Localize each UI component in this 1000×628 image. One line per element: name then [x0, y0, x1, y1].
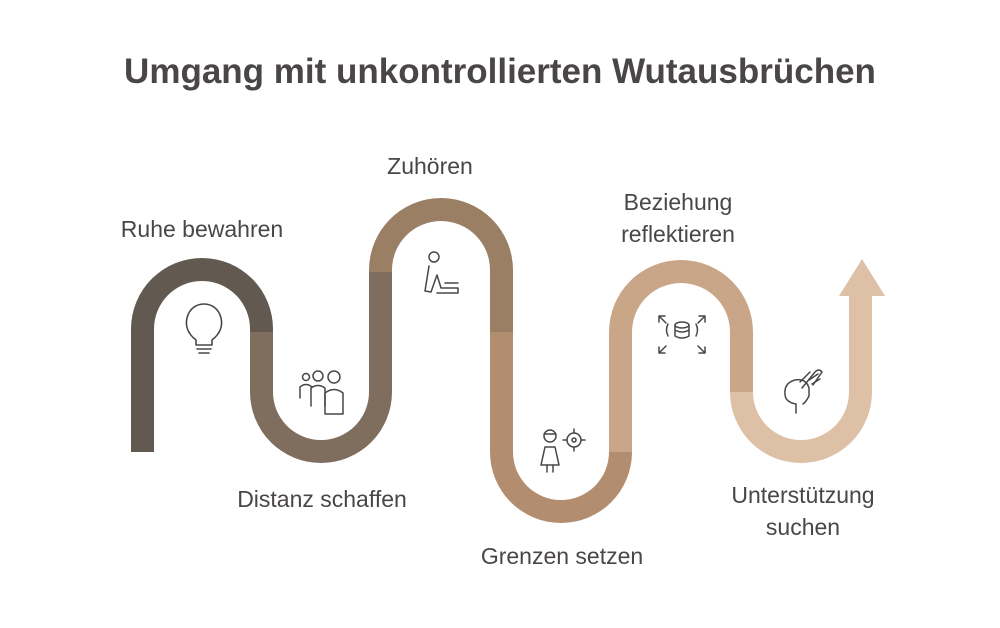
path-segment-4	[490, 332, 632, 523]
person-listening-icon	[424, 251, 459, 294]
step-label-2: Distanz schaffen	[237, 486, 407, 512]
path-segment-5	[609, 260, 753, 452]
step-label-3: Zuhören	[387, 153, 473, 179]
path-segment-2	[250, 272, 392, 463]
supporting-hand-icon	[784, 369, 823, 414]
step-label-4: Grenzen setzen	[480, 543, 644, 569]
people-group-icon	[299, 370, 344, 415]
person-target-icon	[540, 428, 586, 473]
step-label-6: Unterstützung suchen	[731, 482, 875, 540]
lightbulb-icon	[185, 303, 223, 354]
path-segment-1	[131, 258, 273, 452]
focus-coins-icon	[658, 315, 706, 354]
step-label-1: Ruhe bewahren	[120, 216, 284, 242]
path-segment-6	[730, 259, 885, 463]
path-segment-3	[369, 198, 513, 332]
diagram-title: Umgang mit unkontrollierten Wutausbrüche…	[124, 52, 876, 91]
step-label-5: Beziehung reflektieren	[621, 189, 735, 247]
